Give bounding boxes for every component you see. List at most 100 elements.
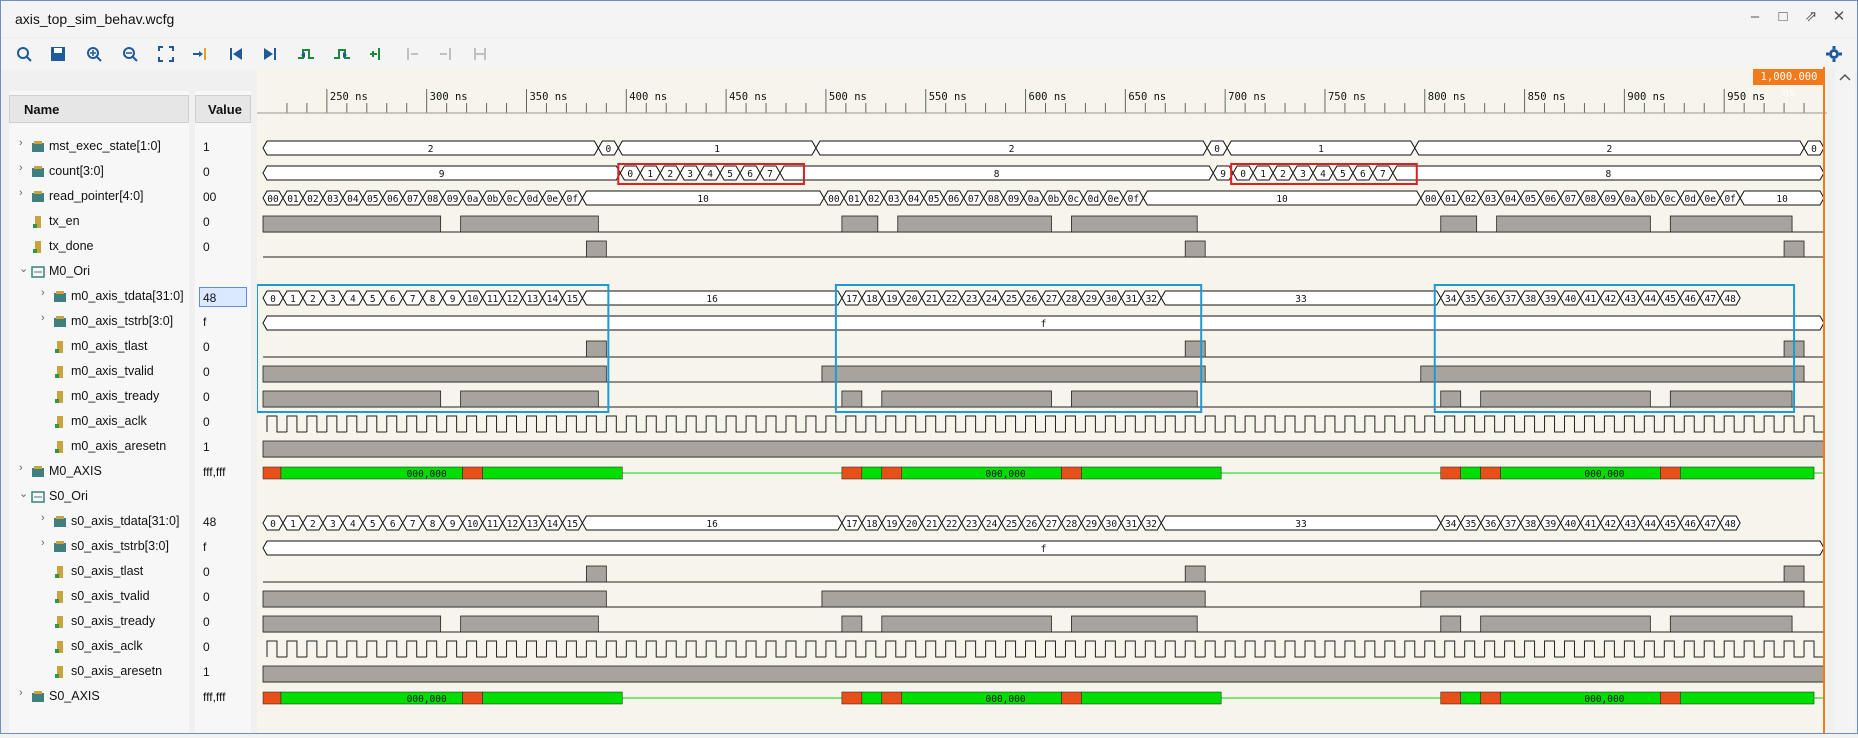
signal-row-m0_axis_aresetn[interactable]: m0_axis_aresetn xyxy=(13,437,189,457)
signal-row-s0_axis_tvalid[interactable]: s0_axis_tvalid xyxy=(13,587,189,607)
next-transition-icon[interactable] xyxy=(331,43,353,65)
ruler-tick-label: 250 ns xyxy=(330,91,368,103)
bus-signal-icon xyxy=(53,315,67,329)
signal-row-read_pointer[interactable]: › read_pointer[4:0] xyxy=(13,187,189,207)
s0-tready-high xyxy=(1071,615,1198,633)
count-segment-label: 3 xyxy=(1300,169,1306,180)
search-icon[interactable] xyxy=(13,43,35,65)
signal-row-m0_axis_tlast[interactable]: m0_axis_tlast xyxy=(13,337,189,357)
signal-row-s0_ori[interactable]: ⌄S0_Ori xyxy=(13,487,189,507)
m0-tdata-segment-label: 25 xyxy=(1006,294,1017,305)
bit-signal-icon xyxy=(53,390,67,404)
signal-row-s0_axis[interactable]: ›S0_AXIS xyxy=(13,687,189,707)
signal-row-m0_axis_tstrb[interactable]: ›m0_axis_tstrb[3:0] xyxy=(13,312,189,332)
signal-row-tx_done[interactable]: tx_done xyxy=(13,237,189,257)
count-segment-label: 9 xyxy=(1220,169,1226,180)
m0-tdata-segment-label: 37 xyxy=(1505,294,1516,305)
signal-name: m0_axis_aresetn xyxy=(71,439,167,453)
signal-row-s0_axis_aresetn[interactable]: s0_axis_aresetn xyxy=(13,662,189,682)
m0-tdata-segment-label: 36 xyxy=(1485,294,1497,305)
go-to-time-zero-icon[interactable] xyxy=(225,43,247,65)
s0-tready-high xyxy=(1480,615,1651,633)
expand-arrow-icon[interactable]: › xyxy=(19,462,23,474)
s0-tready-high xyxy=(1669,615,1793,633)
signal-row-m0_axis_tvalid[interactable]: m0_axis_tvalid xyxy=(13,362,189,382)
signal-row-s0_axis_tstrb[interactable]: ›s0_axis_tstrb[3:0] xyxy=(13,537,189,557)
collapse-arrow-icon[interactable]: ⌄ xyxy=(19,263,29,275)
s0-tdata-segment-label: 3 xyxy=(330,519,336,530)
s0-tvalid-high xyxy=(1420,590,1805,608)
s0-tdata-segment-label: 41 xyxy=(1585,519,1597,530)
red-highlight-box xyxy=(617,163,805,185)
signal-row-m0_axis_aclk[interactable]: m0_axis_aclk xyxy=(13,412,189,432)
previous-transition-icon[interactable] xyxy=(295,43,317,65)
add-marker-icon[interactable] xyxy=(365,43,387,65)
zoom-fit-icon[interactable] xyxy=(155,43,177,65)
signal-name: s0_axis_aclk xyxy=(71,639,143,653)
s0-tdata-segment xyxy=(1719,515,1741,531)
go-to-last-time-icon[interactable] xyxy=(259,43,281,65)
vertical-scrollbar[interactable] xyxy=(1835,67,1855,733)
count-segment-label: 1 xyxy=(647,169,653,180)
name-column-header[interactable]: Name xyxy=(9,95,189,123)
s0-axis-bus-block xyxy=(1081,691,1222,705)
expand-arrow-icon[interactable]: › xyxy=(41,512,45,524)
restore-icon[interactable]: □ xyxy=(1778,8,1788,25)
count-segment-label: 5 xyxy=(1340,169,1346,180)
signal-row-s0_axis_tdata[interactable]: ›s0_axis_tdata[31:0] xyxy=(13,512,189,532)
bit-signal-icon xyxy=(53,340,67,354)
s0-tdata-segment-label: 8 xyxy=(430,519,436,530)
float-icon[interactable]: ⇗ xyxy=(1804,8,1818,25)
tx-done-high xyxy=(1783,240,1805,258)
signal-row-m0_axis_tready[interactable]: m0_axis_tready xyxy=(13,387,189,407)
signal-row-m0_axis[interactable]: ›M0_AXIS xyxy=(13,462,189,482)
s0-tdata-segment-label: 43 xyxy=(1625,519,1636,530)
close-icon[interactable]: ✕ xyxy=(1832,8,1846,25)
read-pointer-segment-label: 04 xyxy=(1505,194,1517,205)
m0-axis-bus-block xyxy=(1061,466,1082,480)
expand-arrow-icon[interactable]: › xyxy=(19,137,23,149)
s0-tdata-segment-label: 16 xyxy=(706,519,718,530)
zoom-out-icon[interactable] xyxy=(119,43,141,65)
signal-name: m0_axis_tdata[31:0] xyxy=(71,289,184,303)
go-to-cursor-icon[interactable] xyxy=(189,43,211,65)
m0-axis-bus-block xyxy=(1500,466,1661,480)
tx-en-high xyxy=(1440,215,1478,233)
collapse-arrow-icon[interactable]: ⌄ xyxy=(19,488,29,500)
signal-row-s0_axis_aclk[interactable]: s0_axis_aclk xyxy=(13,637,189,657)
expand-arrow-icon[interactable]: › xyxy=(19,687,23,699)
save-icon[interactable] xyxy=(47,43,69,65)
s0-tready-high xyxy=(460,615,599,633)
tx-en-high xyxy=(841,215,879,233)
read-pointer-segment-label: 00 xyxy=(828,194,840,205)
signal-row-s0_axis_tready[interactable]: s0_axis_tready xyxy=(13,612,189,632)
signal-row-mst_exec_state[interactable]: ›mst_exec_state[1:0] xyxy=(13,137,189,157)
blue-highlight-box xyxy=(256,284,610,413)
expand-arrow-icon[interactable]: › xyxy=(41,287,45,299)
expand-arrow-icon[interactable]: › xyxy=(19,162,23,174)
signal-name: read_pointer[4:0] xyxy=(49,189,144,203)
m0-tready-high xyxy=(1071,390,1198,408)
signal-row-m0_axis_tdata[interactable]: › m0_axis_tdata[31:0] xyxy=(13,287,189,307)
minimize-icon[interactable]: – xyxy=(1750,8,1760,25)
signal-row-s0_axis_tlast[interactable]: s0_axis_tlast xyxy=(13,562,189,582)
s0-axis-bus-label: 000,000 xyxy=(407,694,447,705)
s0-axis-bus-block xyxy=(1061,691,1082,705)
signal-row-count[interactable]: ›count[3:0] xyxy=(13,162,189,182)
signal-name: M0_Ori xyxy=(49,264,90,278)
value-column-header[interactable]: Value xyxy=(195,95,251,123)
previous-marker-icon xyxy=(401,43,423,65)
gear-icon[interactable] xyxy=(1823,43,1845,65)
m0-axis-bus-block xyxy=(841,466,863,480)
expand-arrow-icon[interactable]: › xyxy=(19,187,23,199)
count-segment-label: 0 xyxy=(627,169,633,180)
m0-axis-bus-label: 000,000 xyxy=(1584,469,1624,480)
zoom-in-icon[interactable] xyxy=(83,43,105,65)
expand-arrow-icon[interactable]: › xyxy=(41,312,45,324)
signal-row-tx_en[interactable]: tx_en xyxy=(13,212,189,232)
signal-row-m0_ori[interactable]: ⌄ M0_Ori xyxy=(13,262,189,282)
m0-tdata-segment-label: 28 xyxy=(1066,294,1078,305)
expand-arrow-icon[interactable]: › xyxy=(41,537,45,549)
